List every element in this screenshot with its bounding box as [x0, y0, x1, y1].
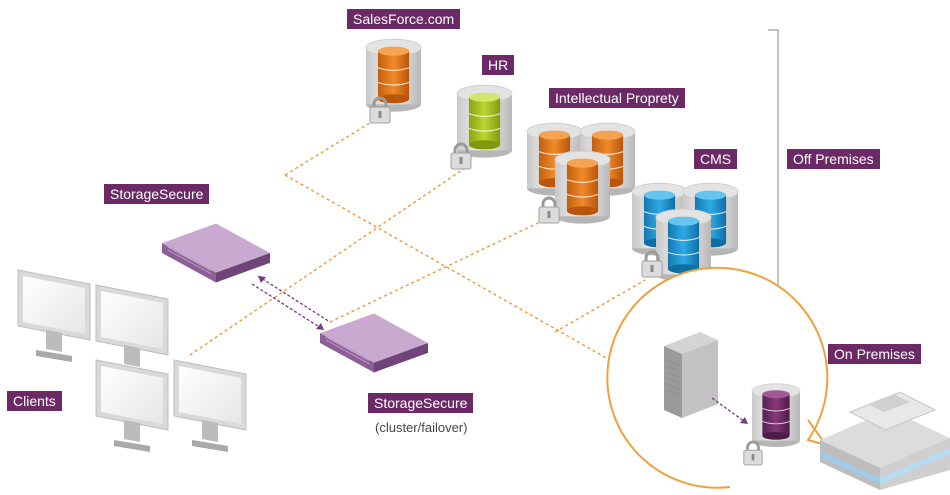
storage-secure-appliance-bottom-icon: [319, 313, 429, 373]
connector-lines: [189, 117, 646, 381]
connector-clients: [189, 167, 466, 356]
off-premises-label: Off Premises: [787, 149, 880, 169]
hr-database-icon: [449, 84, 513, 171]
building-icon: [820, 391, 950, 490]
intellectual-property-database-cluster-icon: [526, 122, 636, 225]
storage-secure-bottom-label: StorageSecure: [368, 393, 474, 413]
cluster-failover-caption: (cluster/failover): [375, 420, 468, 435]
off-premises-bracket: [768, 29, 779, 289]
on-premises-database-icon: [751, 383, 801, 448]
cms-label: CMS: [694, 149, 738, 169]
clients-label: Clients: [7, 391, 62, 411]
hr-label: HR: [482, 55, 515, 75]
failover-link: [251, 275, 331, 331]
on-premises-group: [606, 266, 829, 489]
failover-arrowhead-up: [258, 276, 266, 283]
cms-padlock-icon: [640, 250, 664, 279]
storage-secure-top-label: StorageSecure: [104, 184, 210, 204]
server-to-db-link: [711, 397, 749, 425]
clients-group: [17, 269, 247, 453]
connector-salesforce: [284, 117, 379, 176]
on-premises-label: On Premises: [828, 344, 921, 364]
server-rack-icon: [664, 332, 718, 418]
salesforce-database-icon: [365, 38, 422, 125]
connector-cms: [554, 279, 646, 333]
failover-arrowhead-down: [316, 323, 324, 330]
intellectual-property-padlock-icon: [537, 196, 561, 225]
intellectual-property-label: Intellectual Proprety: [549, 88, 685, 108]
client-monitor-4-icon: [173, 359, 247, 453]
connector-intellectual-property: [329, 221, 541, 323]
salesforce-label: SalesForce.com: [347, 9, 461, 29]
client-monitor-3-icon: [95, 359, 169, 453]
storage-secure-appliance-top-icon: [161, 223, 271, 283]
client-monitor-1-icon: [17, 269, 91, 363]
